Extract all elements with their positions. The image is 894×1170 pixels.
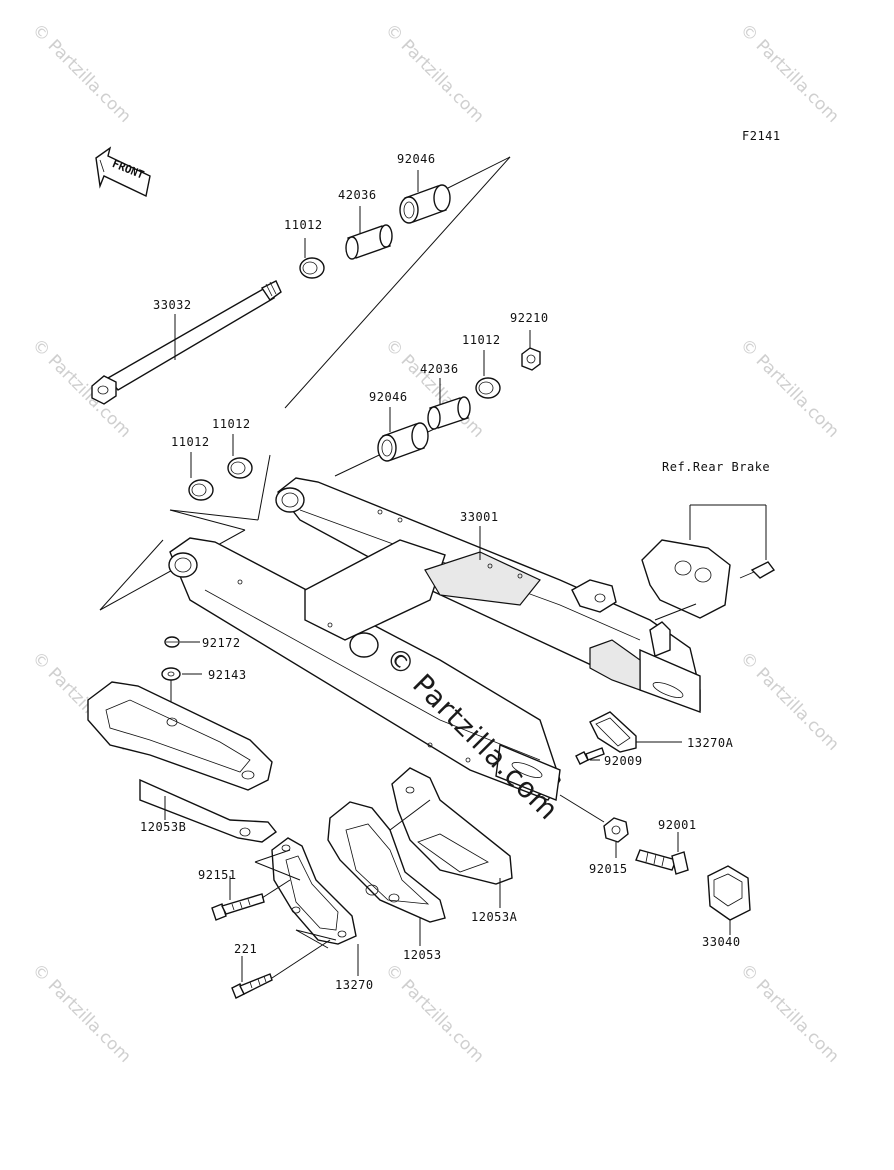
part-label-42036[interactable]: 42036	[338, 188, 377, 202]
washer-92143	[161, 667, 181, 681]
part-label-42036[interactable]: 42036	[420, 362, 459, 376]
part-label-92172[interactable]: 92172	[202, 636, 241, 650]
nut-92210	[521, 347, 541, 371]
figure-code: F2141	[742, 129, 781, 143]
rear-brake-bracket	[641, 504, 776, 621]
part-label-221[interactable]: 221	[234, 942, 258, 956]
seal-13270A	[589, 711, 637, 753]
sleeve-42036-a	[345, 224, 393, 260]
bolt-92151	[211, 893, 265, 921]
bolt-92001	[635, 849, 689, 875]
part-label-11012[interactable]: 11012	[284, 218, 323, 232]
collar-11012-d	[227, 457, 253, 479]
bearing-92046-b	[377, 422, 429, 462]
block-33040	[707, 865, 751, 921]
collar-11012-a	[299, 257, 325, 279]
bolt-92172	[164, 636, 180, 648]
part-label-92046[interactable]: 92046	[397, 152, 436, 166]
screw-92009	[575, 747, 605, 765]
part-label-92001[interactable]: 92001	[658, 818, 697, 832]
screw-221	[231, 973, 273, 999]
collar-11012-b	[475, 377, 501, 399]
part-label-12053B[interactable]: 12053B	[140, 820, 187, 834]
part-label-12053A[interactable]: 12053A	[471, 910, 518, 924]
part-label-13270[interactable]: 13270	[335, 978, 374, 992]
sleeve-42036-b	[427, 396, 471, 430]
bearing-92046-a	[399, 184, 451, 224]
part-label-11012[interactable]: 11012	[212, 417, 251, 431]
guide-12053	[327, 801, 446, 923]
part-label-33032[interactable]: 33032	[153, 298, 192, 312]
nut-92015	[603, 817, 629, 843]
pivot-shaft	[91, 280, 282, 405]
part-label-92151[interactable]: 92151	[198, 868, 237, 882]
part-label-13270A[interactable]: 13270A	[687, 736, 734, 750]
label-leaders	[164, 170, 531, 982]
part-label-33040[interactable]: 33040	[702, 935, 741, 949]
part-label-92015[interactable]: 92015	[589, 862, 628, 876]
chain-guide-12053B	[87, 681, 278, 843]
part-label-11012[interactable]: 11012	[171, 435, 210, 449]
part-label-33001[interactable]: 33001	[460, 510, 499, 524]
part-label-92210[interactable]: 92210	[510, 311, 549, 325]
guide-12053A	[391, 767, 513, 885]
part-label-11012[interactable]: 11012	[462, 333, 501, 347]
collar-11012-c	[188, 479, 214, 501]
part-label-12053[interactable]: 12053	[403, 948, 442, 962]
part-label-92009[interactable]: 92009	[604, 754, 643, 768]
swingarm	[168, 477, 701, 801]
front-arrow-icon: FRONT	[95, 146, 151, 198]
ref-rear-brake-label[interactable]: Ref.Rear Brake	[662, 460, 771, 474]
part-label-92046[interactable]: 92046	[369, 390, 408, 404]
part-label-92143[interactable]: 92143	[208, 668, 247, 682]
